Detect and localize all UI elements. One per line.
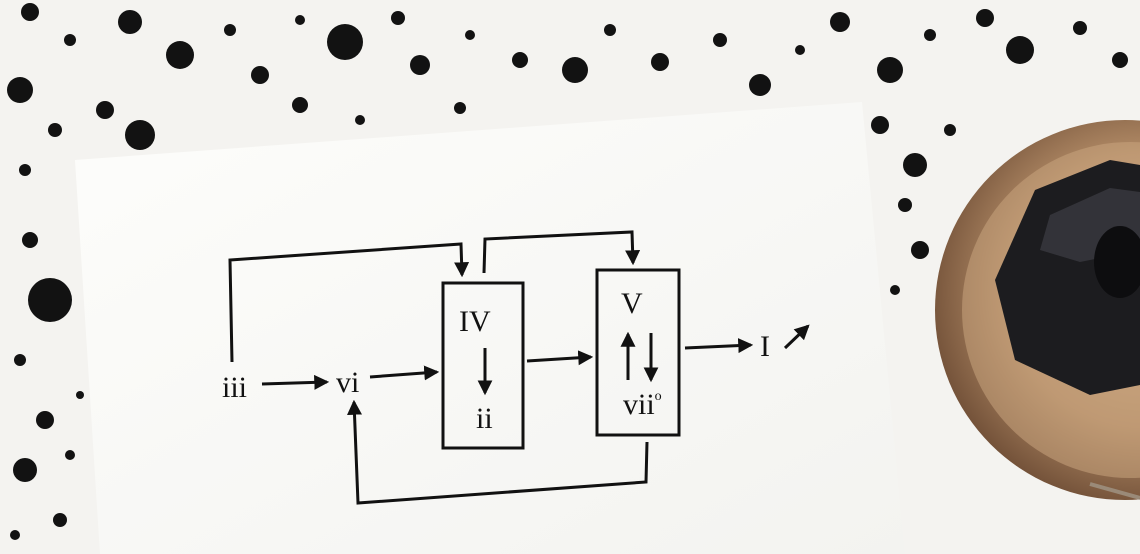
node-iii: iii — [222, 371, 247, 404]
node-vii-degree: o — [655, 389, 662, 404]
node-vi: vi — [336, 366, 359, 399]
node-IV: IV — [459, 305, 491, 338]
arrow-iii-vi — [262, 382, 327, 384]
node-vii-label: vii — [623, 388, 655, 421]
node-ii: ii — [476, 402, 493, 435]
node-V: V — [621, 287, 643, 320]
node-I: I — [760, 330, 770, 363]
